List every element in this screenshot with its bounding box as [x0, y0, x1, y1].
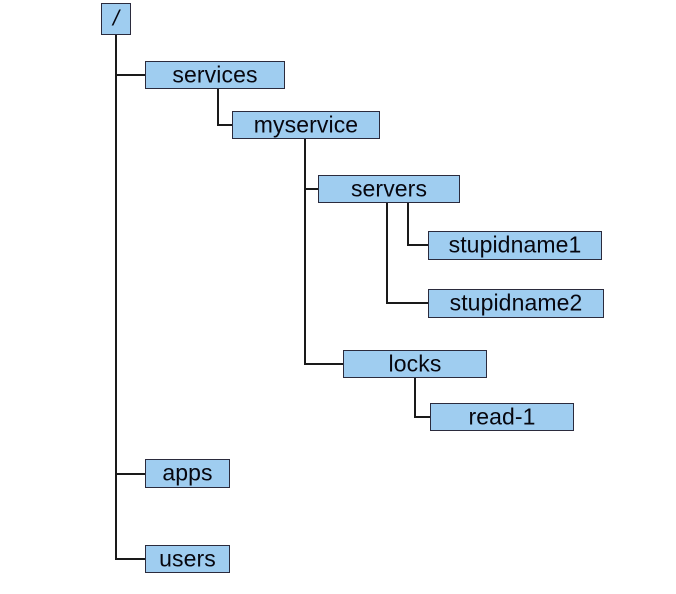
tree-node-stupidname1[interactable]: stupidname1: [428, 231, 602, 260]
connector-servers-to-stupidname2: [386, 202, 429, 304]
tree-node-label: myservice: [253, 111, 359, 137]
tree-node-stupidname2[interactable]: stupidname2: [428, 289, 604, 318]
tree-node-label: /: [112, 5, 120, 31]
tree-node-read-1[interactable]: read-1: [430, 403, 574, 431]
tree-node-servers[interactable]: servers: [318, 175, 460, 203]
connector-myservice-to-servers: [304, 138, 319, 190]
tree-node-myservice[interactable]: myservice: [232, 111, 380, 139]
tree-node-label: apps: [162, 459, 213, 486]
connector-myservice-to-locks: [304, 188, 344, 365]
tree-node-apps[interactable]: apps: [145, 459, 230, 488]
connector-root-trunk: [115, 34, 146, 76]
tree-node-label: stupidname1: [448, 231, 582, 258]
connector-servers-to-stupidname1: [407, 202, 429, 246]
tree-node-root[interactable]: /: [101, 3, 131, 35]
connector-services-to-myservice: [217, 88, 233, 126]
tree-node-label: stupidname2: [449, 289, 583, 316]
tree-node-label: read-1: [468, 403, 536, 429]
tree-node-label: services: [172, 61, 258, 87]
tree-node-label: servers: [350, 175, 428, 201]
tree-node-label: users: [159, 545, 216, 571]
tree-node-services[interactable]: services: [145, 61, 285, 89]
connector-locks-to-read1: [414, 377, 431, 418]
tree-node-locks[interactable]: locks: [343, 350, 487, 378]
tree-node-users[interactable]: users: [145, 545, 230, 573]
connector-root-to-users: [115, 473, 146, 560]
connector-root-to-apps: [115, 74, 146, 475]
tree-node-label: locks: [388, 350, 442, 376]
